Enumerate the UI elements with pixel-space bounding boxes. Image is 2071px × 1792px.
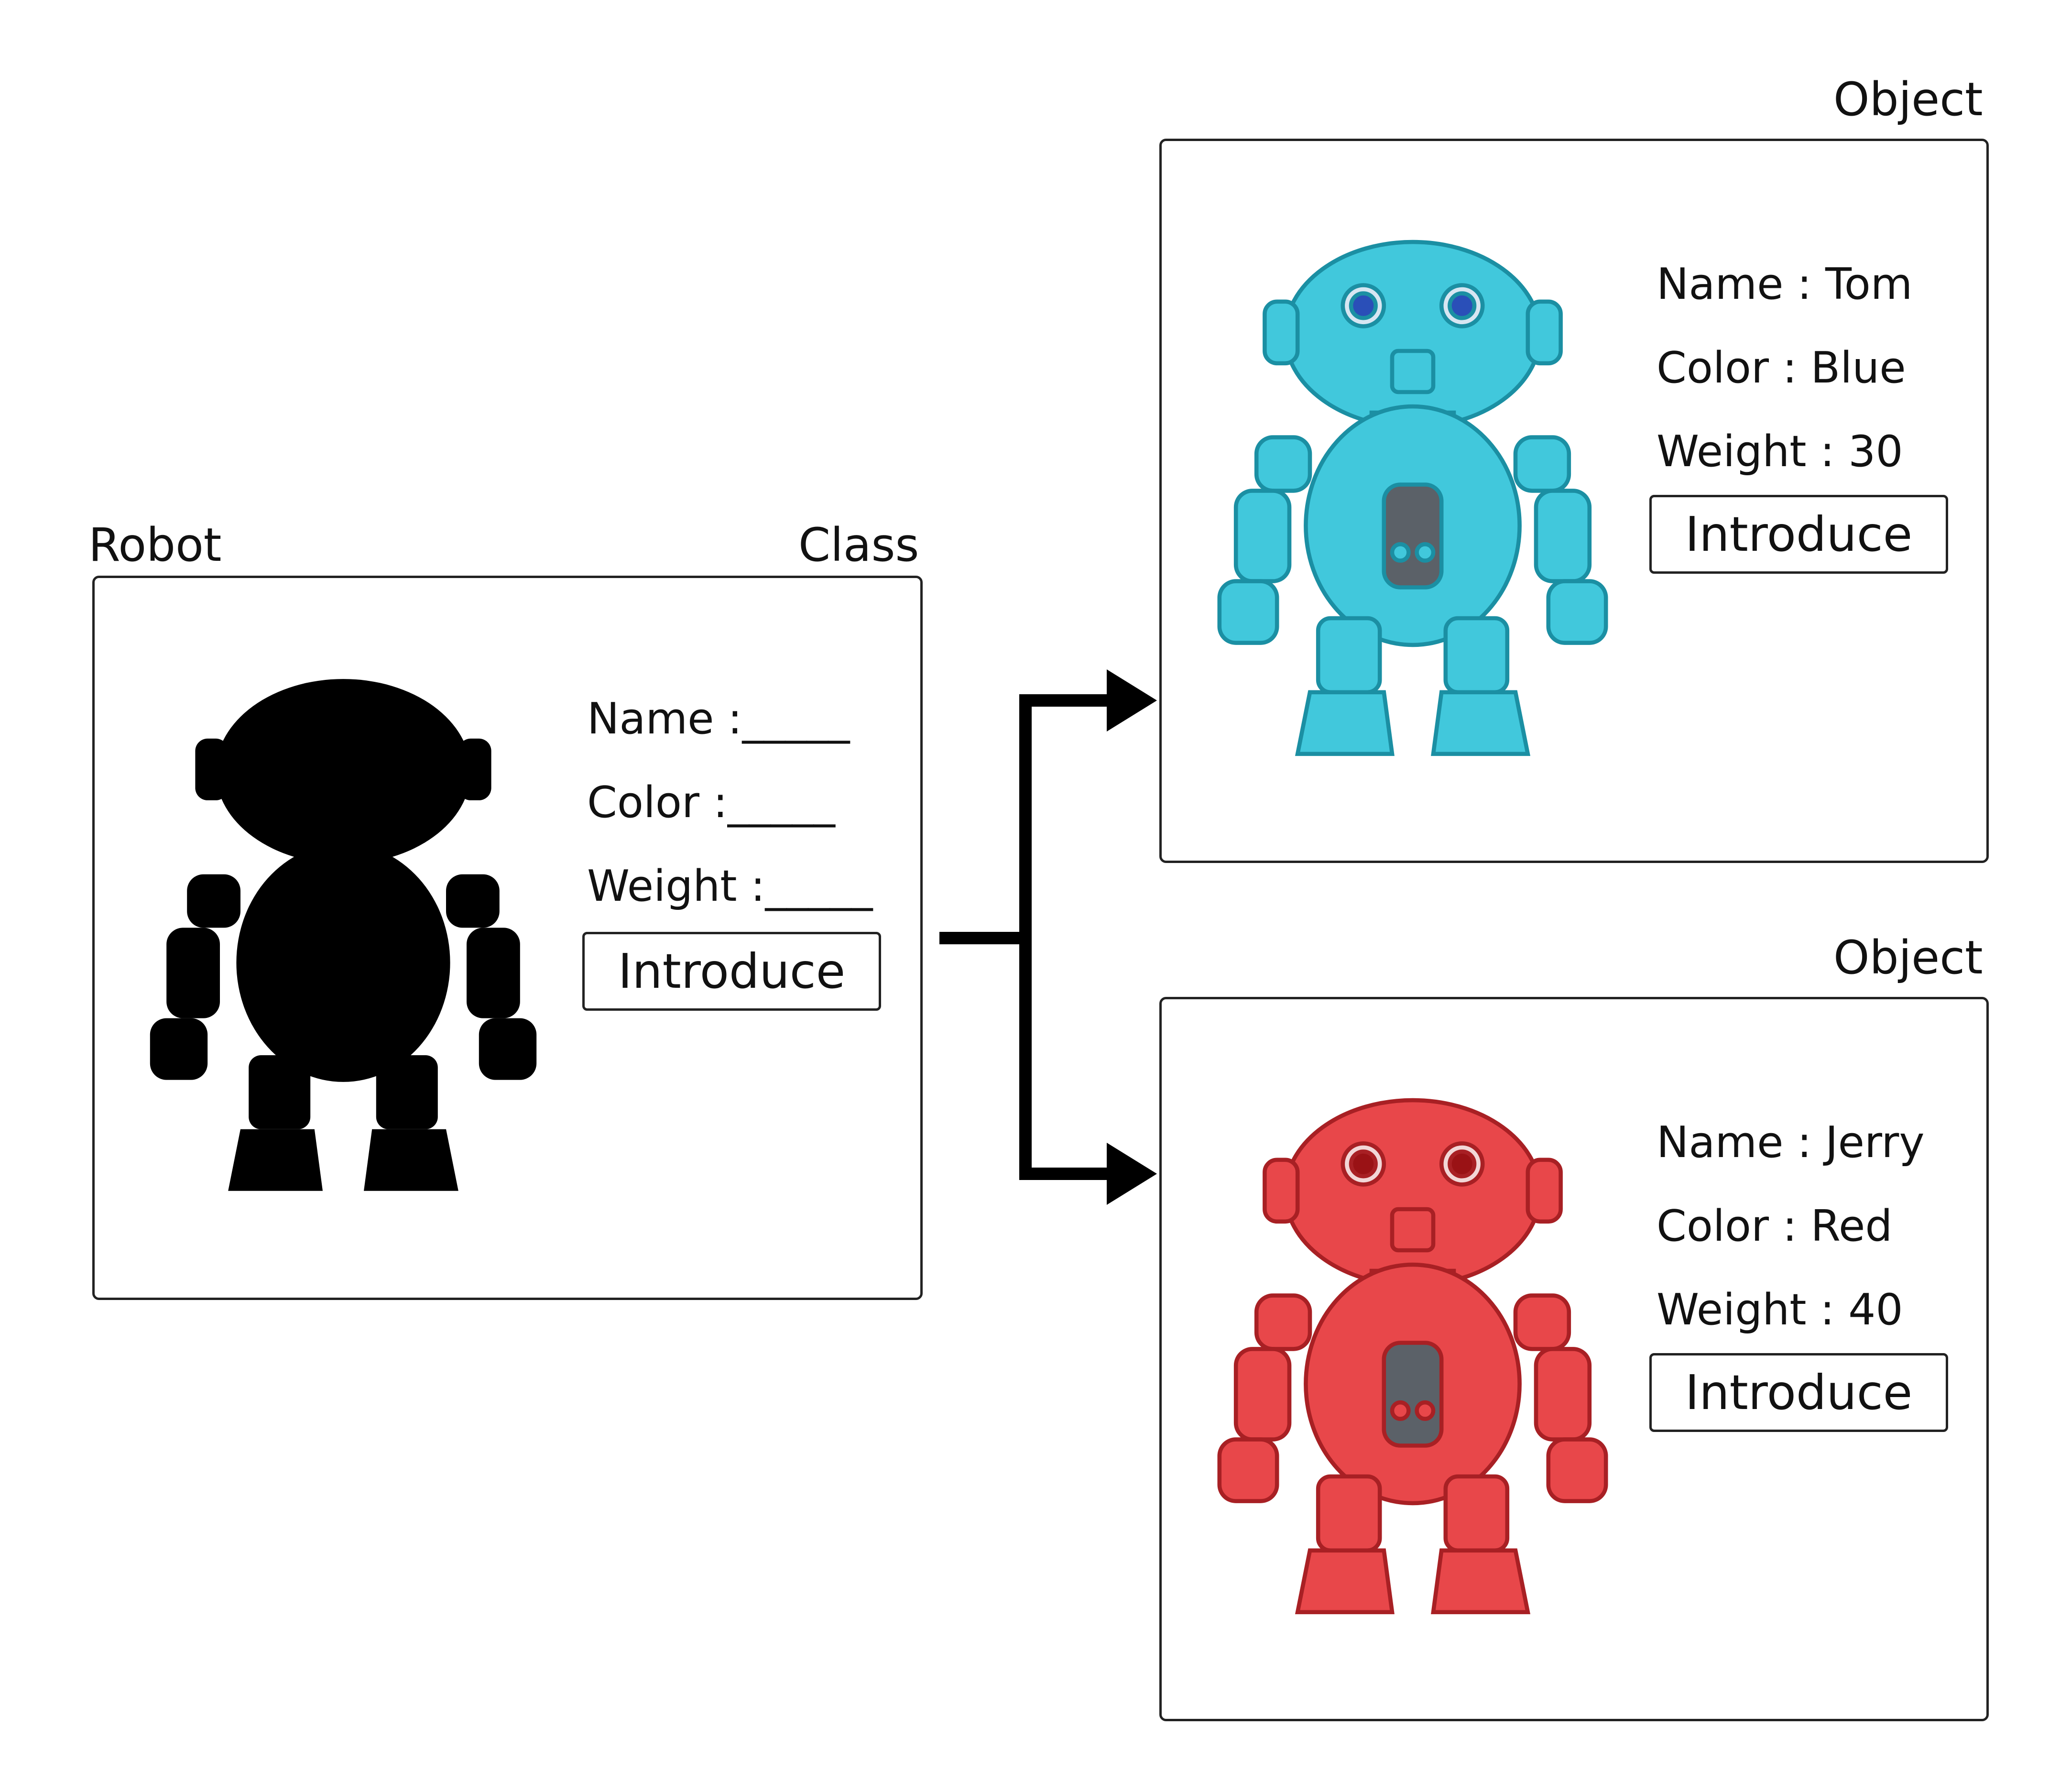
class-name-label: Robot: [88, 518, 222, 572]
object-label-bottom: Object: [1833, 931, 1983, 984]
robot-silhouette-icon: [150, 679, 537, 1191]
arrowhead-bottom: [1107, 1143, 1157, 1205]
class-type-label: Class: [798, 518, 919, 572]
class-field-color: Color :_____: [587, 777, 835, 828]
object-panel-bottom: Name : Jerry Color : Red Weight : 40 Int…: [1159, 997, 1989, 1721]
object1-introduce-button[interactable]: Introduce: [1649, 495, 1948, 574]
object1-field-color: Color : Blue: [1657, 343, 1906, 393]
object1-field-name: Name : Tom: [1657, 259, 1913, 309]
object-panel-top: Name : Tom Color : Blue Weight : 30 Intr…: [1159, 139, 1989, 863]
object2-introduce-button[interactable]: Introduce: [1649, 1353, 1948, 1432]
class-panel: Name :_____ Color :_____ Weight :_____ I…: [92, 576, 923, 1300]
object2-field-name: Name : Jerry: [1657, 1117, 1925, 1168]
class-introduce-button[interactable]: Introduce: [582, 932, 881, 1011]
object-label-top: Object: [1833, 73, 1983, 126]
object2-field-weight: Weight : 40: [1657, 1285, 1903, 1335]
object1-field-weight: Weight : 30: [1657, 426, 1903, 477]
class-field-name: Name :_____: [587, 694, 850, 744]
blue-robot-icon: [1217, 240, 1608, 756]
red-robot-icon: [1217, 1098, 1608, 1615]
class-field-weight: Weight :_____: [587, 861, 873, 911]
arrowhead-top: [1107, 669, 1157, 732]
object2-field-color: Color : Red: [1657, 1201, 1893, 1251]
